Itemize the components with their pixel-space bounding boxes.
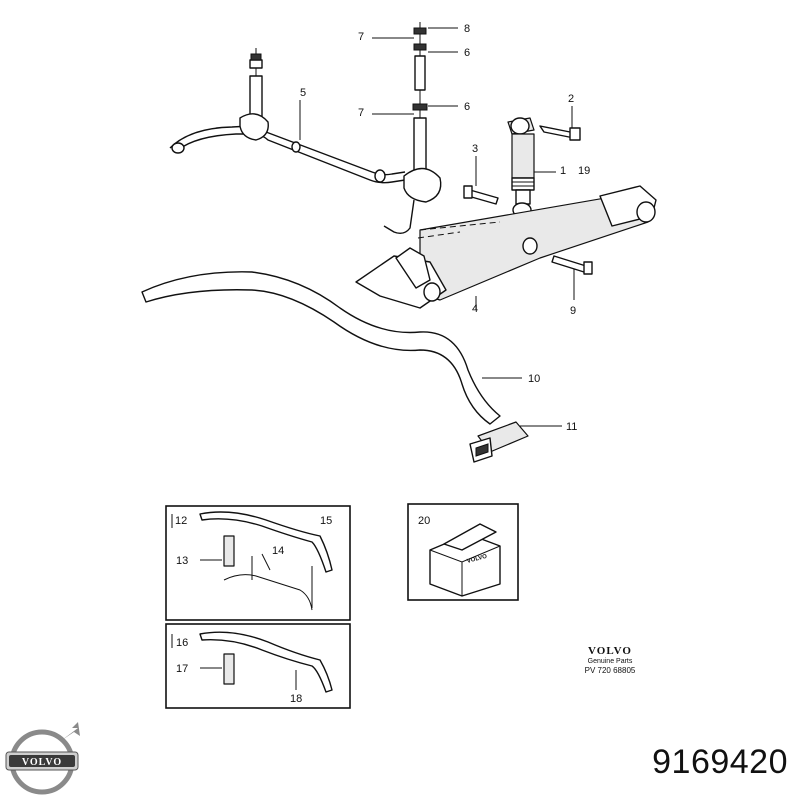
callout-15: 15 xyxy=(320,515,332,527)
callout-19: 19 xyxy=(578,165,590,177)
callout-12: 12 xyxy=(175,515,187,527)
callout-18: 18 xyxy=(290,693,302,705)
right-link-rod xyxy=(383,22,442,235)
callout-3: 3 xyxy=(472,143,478,155)
callout-7b: 7 xyxy=(358,107,364,119)
callout-17: 17 xyxy=(176,663,188,675)
volvo-logo: VOLVO xyxy=(5,722,80,795)
footer-brand: VOLVO xyxy=(588,645,632,657)
callout-8: 8 xyxy=(464,23,470,35)
callout-6b: 6 xyxy=(464,101,470,113)
callout-2: 2 xyxy=(568,93,574,105)
callout-9: 9 xyxy=(570,305,576,317)
callout-4: 4 xyxy=(472,303,478,315)
callout-leaders xyxy=(299,27,575,427)
callout-11: 11 xyxy=(566,421,577,433)
callout-14: 14 xyxy=(272,545,284,557)
callout-10: 10 xyxy=(528,373,540,385)
callout-6a: 6 xyxy=(464,47,470,59)
logo-text: VOLVO xyxy=(22,757,62,768)
box-brand-text: VOLVO xyxy=(466,554,488,565)
inset-kit-box-a: 12 15 13 14 xyxy=(165,505,351,621)
inset-kit-box-b: 16 17 18 xyxy=(165,623,351,709)
footer-reference: PV 720 68805 xyxy=(584,666,636,675)
part-number: 9169420 xyxy=(652,743,788,781)
callout-labels: 5 7 8 6 7 6 2 3 1 19 9 4 10 11 xyxy=(300,23,590,433)
bump-stop xyxy=(469,421,529,463)
callout-5: 5 xyxy=(300,87,306,99)
shock-absorber xyxy=(463,117,581,218)
callout-1: 1 xyxy=(560,165,566,177)
inset-box-packaging: 20 VOLVO xyxy=(407,503,519,601)
left-link-rod xyxy=(239,48,269,141)
callout-7a: 7 xyxy=(358,31,364,43)
callout-13: 13 xyxy=(176,555,188,567)
axle-arm xyxy=(355,185,657,309)
callout-16: 16 xyxy=(176,637,188,649)
callout-20: 20 xyxy=(418,515,430,527)
genuine-parts-footer: VOLVO Genuine Parts PV 720 68805 xyxy=(560,645,660,676)
stabilizer-bar xyxy=(169,125,406,184)
leaf-spring xyxy=(141,271,501,425)
footer-subtitle: Genuine Parts xyxy=(587,658,633,665)
